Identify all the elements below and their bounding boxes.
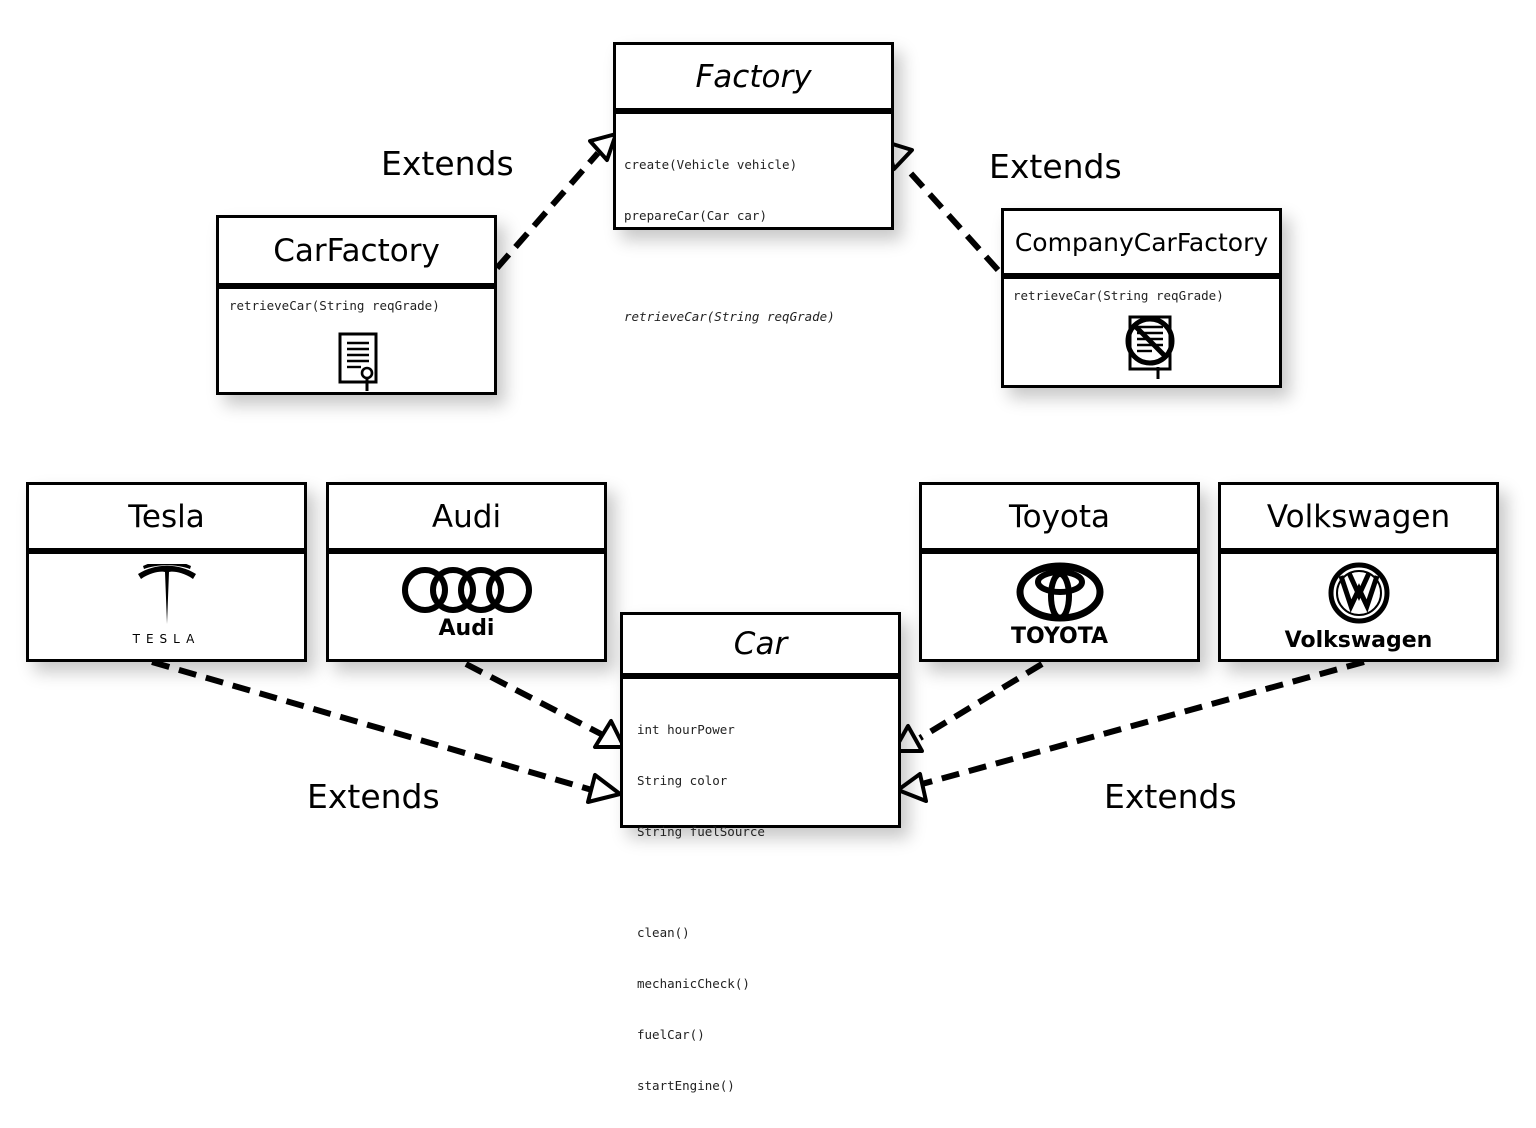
extends-label-right-brands: Extends — [1104, 777, 1237, 816]
factory-class[interactable]: Factory create(Vehicle vehicle) prepareC… — [613, 42, 894, 324]
extends-label-left-brands: Extends — [307, 777, 440, 816]
audi-rings-icon — [401, 567, 532, 613]
car-field-hourpower: int hourPower — [637, 722, 735, 737]
car-field-fuelsource: String fuelSource — [637, 824, 765, 839]
audi-class-title: Audi — [329, 485, 604, 554]
factory-method-preparecar: prepareCar(Car car) — [624, 208, 767, 223]
extends-label-carfactory: Extends — [381, 144, 514, 183]
arrowhead-audi — [593, 719, 626, 749]
arrowhead-toyota — [892, 724, 924, 753]
volkswagen-class[interactable]: Volkswagen Volkswagen — [1218, 482, 1499, 662]
carfactory-class-title: CarFactory — [219, 218, 494, 289]
extends-label-companycarfactory: Extends — [989, 147, 1122, 186]
connector-audi-car — [464, 661, 603, 737]
car-method-clean: clean() — [637, 925, 690, 940]
no-certificate-icon — [1125, 315, 1175, 379]
companycarfactory-class-title: CompanyCarFactory — [1004, 211, 1279, 279]
volkswagen-class-title: Volkswagen — [1221, 485, 1496, 554]
tesla-logo-icon — [137, 564, 196, 624]
certificate-icon — [338, 332, 378, 391]
arrowhead-carfactory — [588, 132, 618, 162]
tesla-logo-text: TESLA — [132, 632, 201, 646]
audi-class[interactable]: Audi Audi — [326, 482, 607, 662]
inheritance-connectors — [151, 132, 1365, 804]
toyota-logo-text: TOYOTA — [1010, 624, 1109, 649]
connector-tesla-car — [151, 659, 593, 793]
companycarfactory-class[interactable]: CompanyCarFactory retrieveCar(String req… — [1001, 208, 1282, 388]
tesla-class-title: Tesla — [29, 485, 304, 554]
connector-toyota-car — [918, 661, 1044, 741]
factory-method-create: create(Vehicle vehicle) — [624, 157, 798, 172]
connector-carfactory-factory — [494, 151, 601, 270]
car-method-fuelcar: fuelCar() — [637, 1027, 705, 1042]
factory-method-retrievecar: retrieveCar(String reqGrade) — [624, 309, 835, 324]
car-class[interactable]: Car int hourPower String color String fu… — [620, 612, 901, 1093]
toyota-class-title: Toyota — [922, 485, 1197, 554]
factory-class-title: Factory — [616, 45, 891, 114]
volkswagen-logo-icon — [1328, 562, 1389, 624]
arrowhead-tesla — [586, 773, 622, 804]
car-method-startengine: startEngine() — [637, 1078, 735, 1093]
connector-volkswagen-car — [921, 659, 1365, 787]
audi-logo-text: Audi — [438, 616, 495, 641]
car-field-color: String color — [637, 773, 728, 788]
toyota-logo-icon — [1016, 562, 1103, 622]
tesla-class[interactable]: Tesla TESLA — [26, 482, 307, 662]
companycarfactory-method-retrievecar: retrieveCar(String reqGrade) — [1013, 288, 1224, 303]
carfactory-method-retrievecar: retrieveCar(String reqGrade) — [229, 298, 440, 313]
carfactory-class[interactable]: CarFactory retrieveCar(String reqGrade) — [216, 215, 497, 395]
car-class-title: Car — [623, 615, 898, 679]
toyota-class[interactable]: Toyota TOYOTA — [919, 482, 1200, 662]
volkswagen-logo-text: Volkswagen — [1284, 628, 1433, 653]
connector-companycarfactory-factory — [903, 165, 1001, 273]
car-method-mechaniccheck: mechanicCheck() — [637, 976, 750, 991]
arrowhead-volkswagen — [896, 772, 928, 803]
